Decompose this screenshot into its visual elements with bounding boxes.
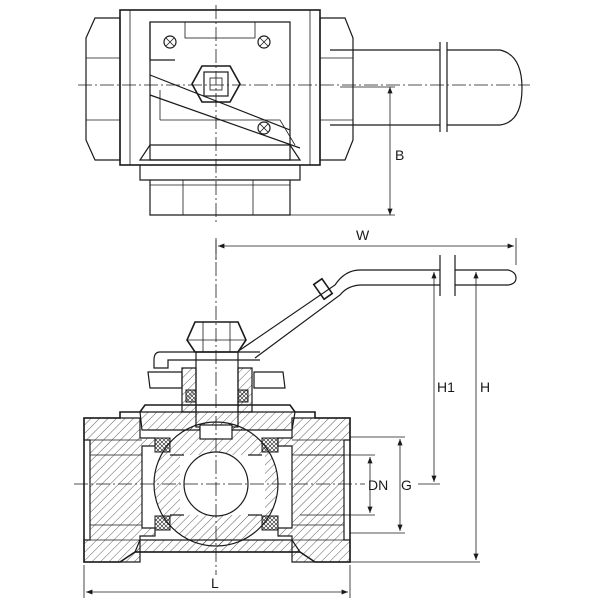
left-end-cap-section	[83, 417, 156, 563]
top-bottom-port	[139, 165, 301, 181]
dim-label-b: B	[395, 147, 404, 163]
handle-grip-sleeve	[312, 277, 334, 301]
screw-icon	[163, 35, 177, 49]
top-right-hex-end	[319, 17, 354, 161]
front-view	[74, 238, 517, 598]
dim-label-w: W	[356, 227, 370, 243]
dim-label-g: G	[401, 477, 412, 493]
handle-lever	[239, 269, 440, 351]
top-left-hex-end	[85, 17, 121, 161]
dim-label-dn: DN	[368, 477, 388, 493]
screw-icon	[257, 35, 271, 49]
top-body	[119, 9, 321, 166]
dim-label-h1: H1	[437, 379, 455, 395]
screw-icon	[257, 121, 271, 135]
top-handle	[330, 49, 440, 126]
dim-label-l: L	[211, 575, 219, 591]
dim-label-h: H	[480, 379, 490, 395]
stem-nut	[186, 321, 247, 353]
top-view	[78, 5, 530, 225]
right-end-cap-section	[277, 417, 351, 563]
